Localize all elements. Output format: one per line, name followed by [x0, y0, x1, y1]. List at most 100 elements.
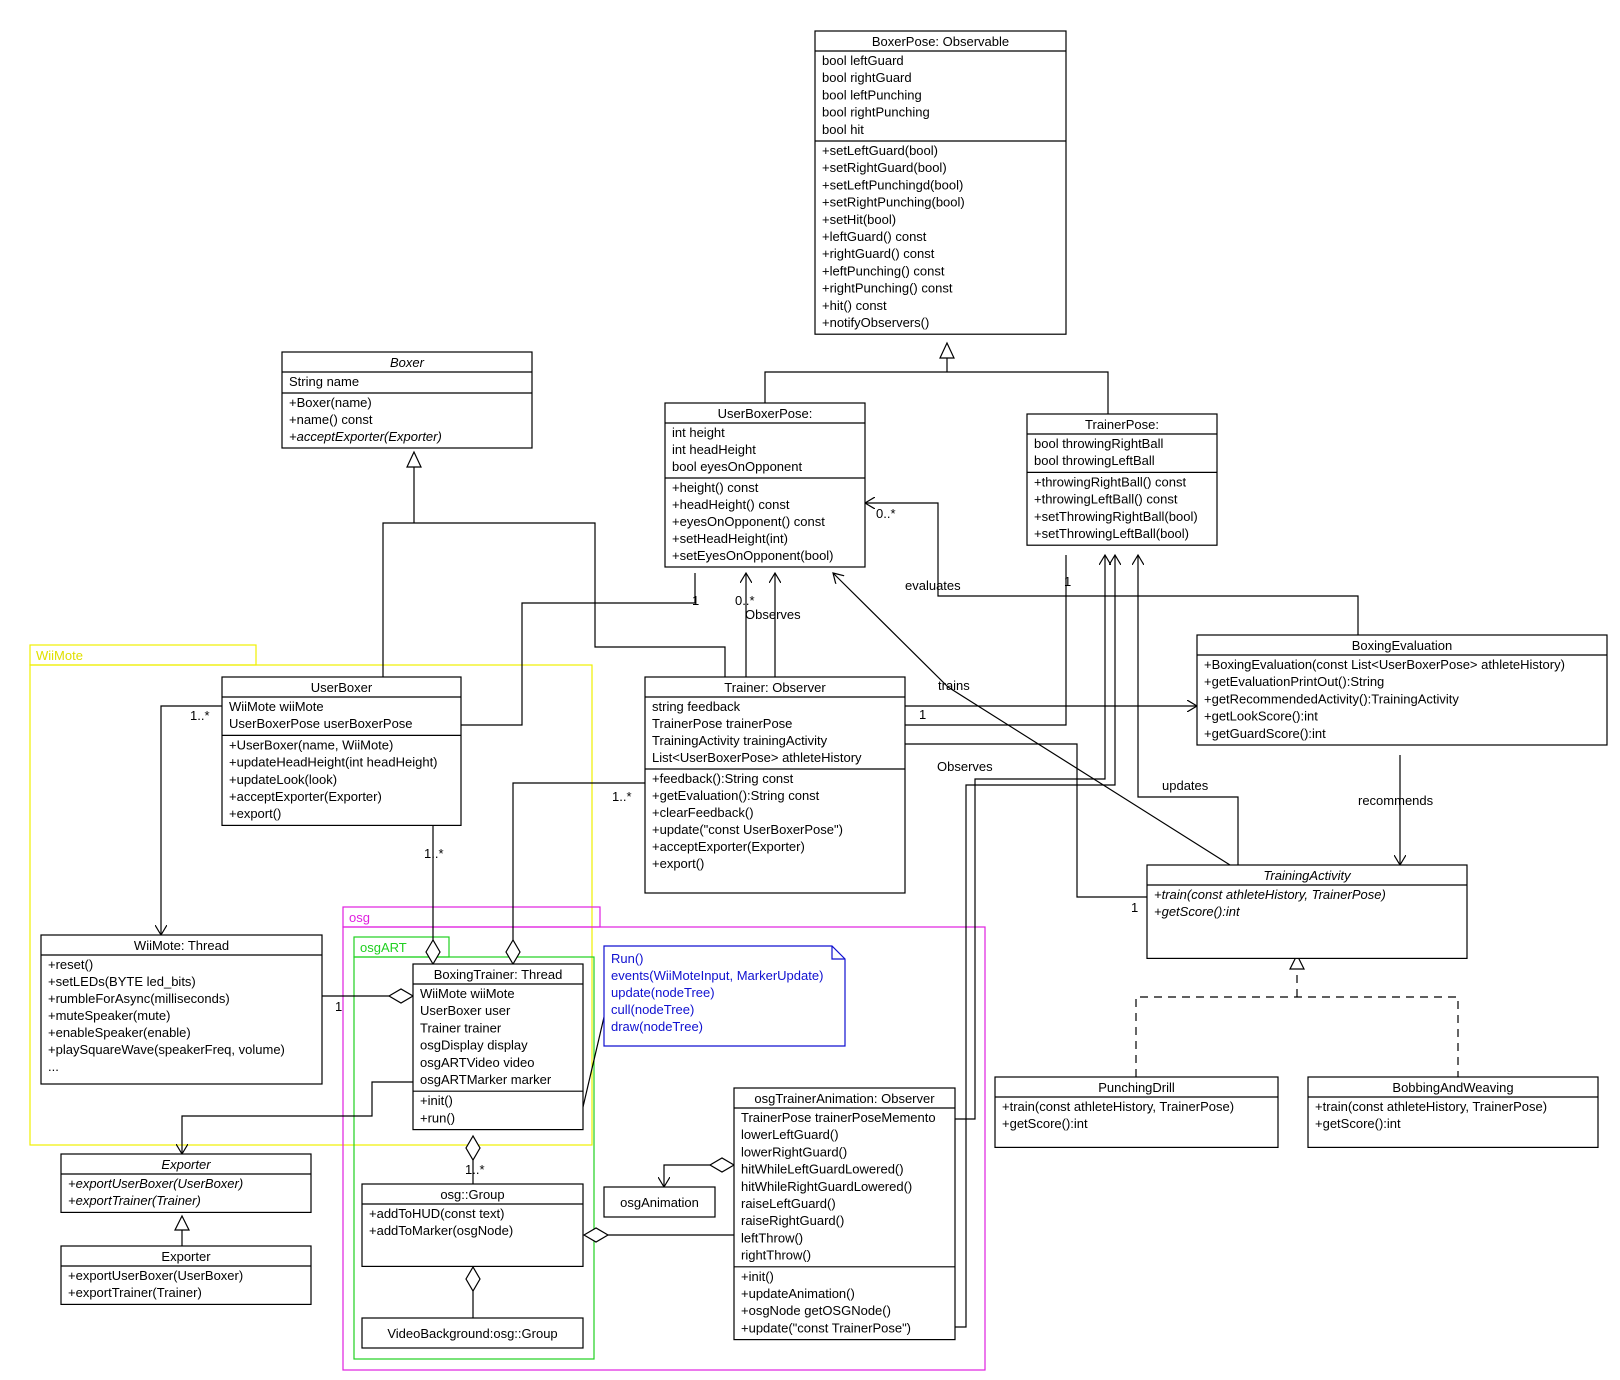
class-attribute: bool leftPunching — [822, 87, 922, 102]
class-attribute: bool throwingLeftBall — [1034, 453, 1155, 468]
class-method: +updateHeadHeight(int headHeight) — [229, 755, 438, 770]
class-method: +throwingLeftBall() const — [1034, 492, 1178, 507]
class-attribute: bool leftGuard — [822, 53, 904, 68]
class-trainer: Trainer: Observer string feedbackTrainerP… — [644, 676, 906, 894]
class-attribute: bool eyesOnOpponent — [672, 459, 802, 474]
class-trainerpose: TrainerPose: bool throwingRightBall bool t… — [1026, 413, 1218, 546]
class-method: +setRightPunching(bool) — [822, 195, 965, 210]
class-method: +setLEDs(BYTE led_bits) — [48, 974, 196, 989]
class-attribute: Trainer trainer — [420, 1020, 502, 1035]
class-trainingactivity: TrainingActivity+train(const athleteHist… — [1146, 864, 1468, 960]
note-line: cull(nodeTree) — [611, 1002, 694, 1017]
class-exporter1: Exporter+exportUserBoxer(UserBoxer)+expo… — [60, 1153, 312, 1214]
class-name: Boxer — [390, 355, 425, 370]
class-attribute: TrainingActivity trainingActivity — [652, 733, 828, 748]
class-method: +export() — [229, 806, 281, 821]
class-name: BoxerPose: Observable — [872, 34, 1009, 49]
class-osggroup: osg::Group+addToHUD(const text)+addToMar… — [361, 1183, 584, 1268]
class-method: +updateLook(look) — [229, 772, 337, 787]
class-attribute: osgARTMarker marker — [420, 1072, 552, 1087]
class-method: +setThrowingLeftBall(bool) — [1034, 526, 1189, 541]
class-method: +addToHUD(const text) — [369, 1206, 504, 1221]
class-name: Exporter — [161, 1249, 211, 1264]
class-name: UserBoxerPose: — [718, 406, 813, 421]
class-name: osg::Group — [440, 1187, 504, 1202]
class-method: +hit() const — [822, 298, 887, 313]
class-method: +update("const TrainerPose") — [741, 1320, 911, 1335]
multiplicity-label: 1..* — [424, 846, 444, 861]
class-method: +acceptExporter(Exporter) — [229, 789, 382, 804]
class-attribute: bool rightGuard — [822, 70, 912, 85]
label-observes: Observes — [745, 607, 801, 622]
class-osgtraineranimation: osgTrainerAnimation: ObserverTrainerPose… — [733, 1087, 956, 1341]
note-runloop: Run() events(WiiMoteInput, MarkerUpdate)… — [603, 945, 846, 1047]
class-method: +getScore():int — [1002, 1116, 1088, 1131]
class-attribute: int height — [672, 425, 725, 440]
note-line: draw(nodeTree) — [611, 1019, 703, 1034]
class-method: +setHeadHeight(int) — [672, 531, 788, 546]
class-method: +name() const — [289, 412, 373, 427]
class-method: +setHit(bool) — [822, 212, 896, 227]
multiplicity-label: 0..* — [735, 593, 755, 608]
label-evaluates: evaluates — [905, 578, 961, 593]
class-attribute: lowerLeftGuard() — [741, 1127, 839, 1142]
class-name: TrainerPose: — [1085, 417, 1159, 432]
note-line: events(WiiMoteInput, MarkerUpdate) — [611, 968, 823, 983]
class-method: +getGuardScore():int — [1204, 726, 1326, 741]
class-method: +muteSpeaker(mute) — [48, 1008, 170, 1023]
class-method: +setLeftGuard(bool) — [822, 143, 938, 158]
class-method: +getScore():int — [1154, 904, 1241, 919]
class-attribute: hitWhileLeftGuardLowered() — [741, 1162, 904, 1177]
class-attribute: raiseLeftGuard() — [741, 1196, 836, 1211]
class-method: +getEvaluation():String const — [652, 788, 820, 803]
class-method: +acceptExporter(Exporter) — [289, 429, 442, 444]
label-updates: updates — [1162, 778, 1209, 793]
class-method: +leftPunching() const — [822, 263, 945, 278]
note-line: update(nodeTree) — [611, 985, 715, 1000]
class-method: +height() const — [672, 480, 759, 495]
class-name: VideoBackground:osg::Group — [387, 1326, 557, 1341]
class-method: +getRecommendedActivity():TrainingActivi… — [1204, 691, 1459, 706]
class-method: +setRightGuard(bool) — [822, 160, 947, 175]
class-method: +addToMarker(osgNode) — [369, 1223, 513, 1238]
class-method: +setEyesOnOpponent(bool) — [672, 548, 834, 563]
class-method: +setThrowingRightBall(bool) — [1034, 509, 1198, 524]
class-method: +updateAnimation() — [741, 1286, 855, 1301]
class-method: +acceptExporter(Exporter) — [652, 839, 805, 854]
class-attribute: string feedback — [652, 699, 741, 714]
class-attribute: osgDisplay display — [420, 1038, 528, 1053]
class-method: +getEvaluationPrintOut():String — [1204, 674, 1384, 689]
class-attribute: WiiMote wiiMote — [229, 699, 324, 714]
class-videobackground: VideoBackground:osg::Group — [361, 1317, 584, 1349]
multiplicity-label: 1 — [692, 593, 699, 608]
class-attribute: TrainerPose trainerPoseMemento — [741, 1110, 936, 1125]
class-attribute: TrainerPose trainerPose — [652, 716, 792, 731]
class-attribute: bool throwingRightBall — [1034, 436, 1163, 451]
package-osg: osg — [342, 906, 986, 1371]
class-boxingevaluation: BoxingEvaluation+BoxingEvaluation(const … — [1196, 634, 1608, 746]
package-label-wiimote: WiiMote — [36, 648, 83, 663]
multiplicity-label: 1 — [335, 999, 342, 1014]
label-recommends: recommends — [1358, 793, 1434, 808]
class-method: +run() — [420, 1110, 455, 1125]
class-attribute: lowerRightGuard() — [741, 1144, 847, 1159]
class-method: +feedback():String const — [652, 771, 794, 786]
multiplicity-label: 1 — [919, 707, 926, 722]
class-attribute: osgARTVideo video — [420, 1055, 534, 1070]
class-method: +exportTrainer(Trainer) — [68, 1193, 201, 1208]
class-attribute: leftThrow() — [741, 1230, 803, 1245]
class-attribute: hitWhileRightGuardLowered() — [741, 1179, 912, 1194]
class-name: WiiMote: Thread — [134, 938, 229, 953]
class-method: +Boxer(name) — [289, 395, 372, 410]
class-method: +reset() — [48, 957, 93, 972]
class-method: +getLookScore():int — [1204, 709, 1318, 724]
class-exporter2: Exporter+exportUserBoxer(UserBoxer)+expo… — [60, 1245, 312, 1306]
class-method: +rightPunching() const — [822, 281, 953, 296]
class-method: +export() — [652, 856, 704, 871]
class-name: Trainer: Observer — [724, 680, 826, 695]
class-attribute: rightThrow() — [741, 1248, 811, 1263]
